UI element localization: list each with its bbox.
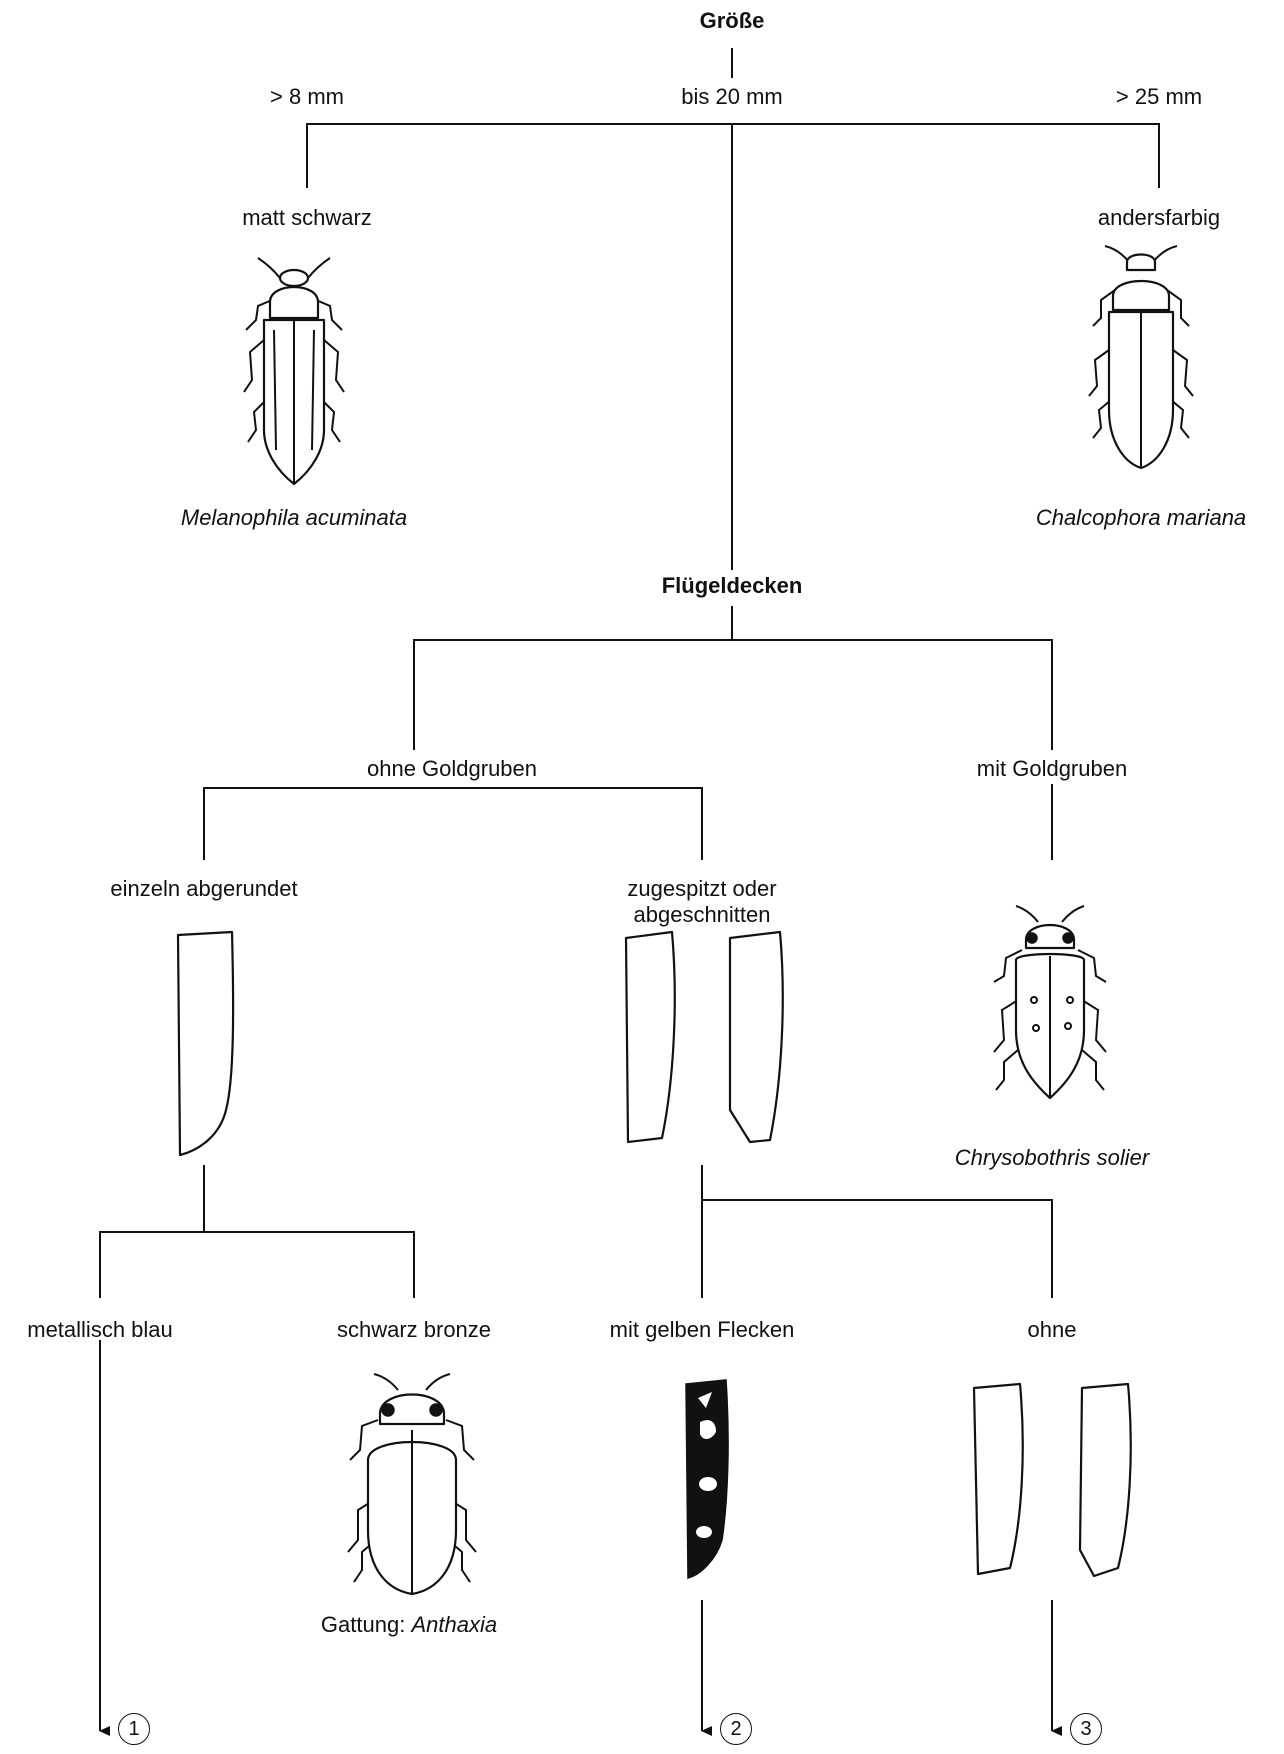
pointed-or-cut-line2: abgeschnitten [582,902,822,928]
pointed-or-cut-line1: zugespitzt oder [582,876,822,902]
with-gold-pits-label: mit Goldgruben [977,756,1127,782]
with-yellow-spots-label: mit gelben Flecken [610,1317,795,1343]
beetle-chalcophora-illustration [1089,246,1193,468]
without-label: ohne [1028,1317,1077,1343]
elytron-cut-illustration [626,932,675,1142]
genus-prefix: Gattung: [321,1612,412,1637]
beetle-chrysobothris-illustration [994,906,1106,1098]
elytra-title: Flügeldecken [662,573,803,599]
size-small-label: > 8 mm [270,84,344,110]
elytron-rounded-illustration [178,932,233,1155]
pointed-or-cut-label: zugespitzt oder abgeschnitten [582,876,822,928]
elytron-cut-plain-illustration [974,1384,1023,1574]
size-title: Größe [700,8,765,34]
individually-rounded-label: einzeln abgerundet [110,876,297,902]
connector [702,1200,1052,1298]
connector [204,788,702,860]
without-gold-pits-label: ohne Goldgruben [367,756,537,782]
other-color-label: andersfarbig [1098,205,1220,231]
elytron-pointed-illustration [730,932,783,1142]
size-mid-label: bis 20 mm [681,84,782,110]
size-large-label: > 25 mm [1116,84,1202,110]
connector [100,1232,414,1298]
elytron-spotted-illustration [686,1380,728,1578]
beetle-anthaxia-illustration [348,1374,476,1594]
genus-label: Gattung: Anthaxia [321,1612,497,1638]
metallic-blue-label: metallisch blau [27,1317,173,1343]
connector [414,640,1052,750]
species-chalcophora: Chalcophora mariana [1036,505,1246,531]
genus-name: Anthaxia [411,1612,497,1637]
marker-3: 3 [1070,1713,1102,1745]
marker-2: 2 [720,1713,752,1745]
marker-1: 1 [118,1713,150,1745]
elytron-pointed-plain-illustration [1080,1384,1131,1576]
beetle-melanophila-illustration [244,258,344,484]
species-melanophila: Melanophila acuminata [181,505,407,531]
species-chrysobothris: Chrysobothris solier [955,1145,1149,1171]
matt-black-label: matt schwarz [242,205,372,231]
black-bronze-label: schwarz bronze [337,1317,491,1343]
